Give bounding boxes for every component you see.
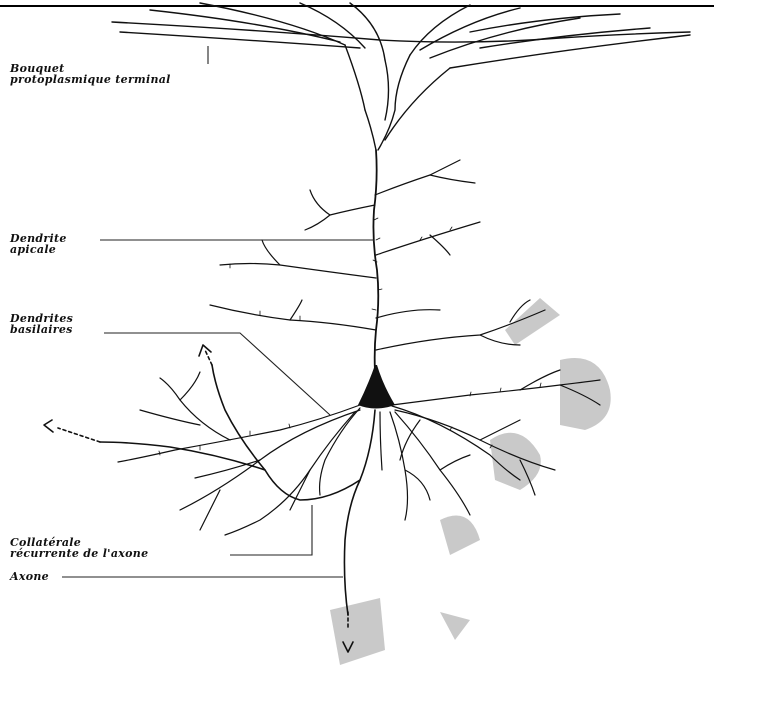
dendrite-apicale-label-line1: Dendrite (9, 232, 67, 245)
dendrites-basilaires-label-line1: Dendrites (9, 312, 73, 325)
watermark (330, 298, 611, 665)
label-bouquet: Bouquet protoplasmique terminal (9, 46, 209, 86)
collaterale-label-line1: Collatérale (10, 536, 81, 549)
label-axone: Axone (9, 570, 343, 583)
label-dendrites-basilaires: Dendrites basilaires (9, 312, 331, 416)
axone-label: Axone (9, 570, 49, 583)
apical-branches (209, 159, 546, 351)
bouquet-label-line1: Bouquet (9, 62, 65, 75)
dendrites-basilaires-label-line2: basilaires (10, 323, 73, 336)
dendrites-basilaires-leader (104, 332, 331, 416)
label-collaterale: Collatérale récurrente de l'axone (10, 505, 313, 560)
bouquet-label-line2: protoplasmique terminal (10, 73, 171, 86)
collaterale-leader (230, 505, 313, 556)
apical-dendrite (372, 149, 380, 373)
terminal-bouquet (111, 2, 691, 151)
label-dendrite-apicale: Dendrite apicale (9, 232, 374, 256)
dendritic-spines (158, 217, 542, 456)
collaterale-label-line2: récurrente de l'axone (10, 547, 148, 560)
basal-dendrites (117, 369, 601, 536)
axon (43, 344, 376, 653)
dendrite-apicale-label-line2: apicale (10, 243, 56, 256)
soma (358, 365, 395, 409)
top-rule (0, 5, 714, 7)
